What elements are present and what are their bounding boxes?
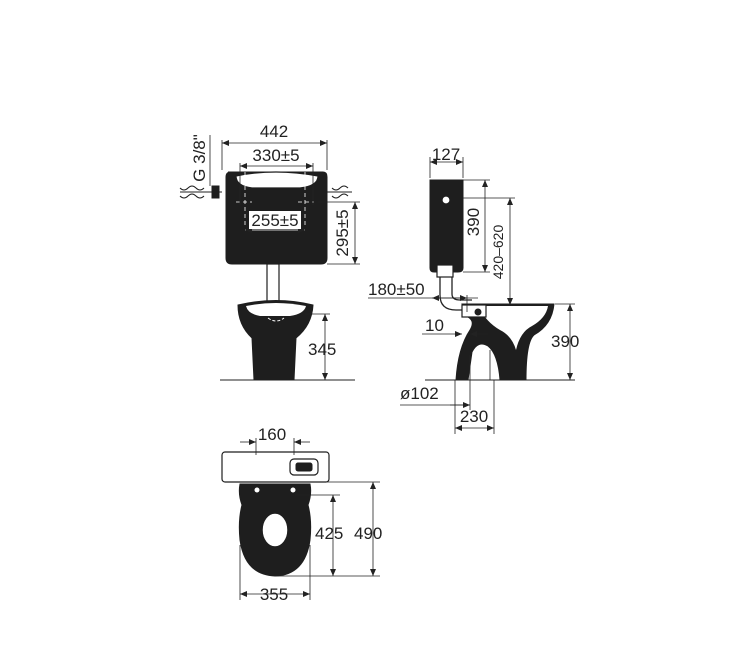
dim-bowl-height-side: 390 [551, 332, 579, 351]
dim-outlet-distance: 230 [460, 407, 488, 426]
inlet-right-icon [327, 185, 352, 199]
dim-outlet-gap: 10 [425, 316, 444, 335]
dim-inlet-thread: G 3/8" [190, 134, 209, 182]
front-view: 442 330±5 255±5 295±5 G 3/8" 345 [179, 122, 360, 381]
dim-tank-depth: 127 [432, 145, 460, 164]
top-view: 160 425 490 355 [221, 425, 382, 604]
flush-pipe-front [266, 263, 280, 305]
cistern-side [429, 179, 464, 273]
dim-outlet-offset: 180±50 [368, 280, 425, 299]
dim-bowl-depth-inner: 425 [315, 524, 343, 543]
dim-bowl-width: 355 [260, 585, 288, 604]
dim-tank-fixing-height: 295±5 [333, 209, 352, 256]
bowl-opening [261, 512, 289, 548]
bowl-front [237, 300, 314, 381]
dim-bowl-depth-total: 490 [354, 524, 382, 543]
dim-tank-height: 390 [464, 208, 483, 236]
side-view: 127 390 420–620 180±50 10 390 ø102 23 [368, 145, 579, 434]
dim-tank-width: 442 [260, 122, 288, 141]
dim-fixing-hole-spacing: 255±5 [251, 211, 298, 230]
dim-seat-width-top: 160 [258, 425, 286, 444]
flush-button-icon [441, 195, 451, 205]
dim-bowl-height-front: 345 [308, 340, 336, 359]
dim-outlet-diameter: ø102 [400, 384, 439, 403]
cistern-lid [235, 171, 319, 189]
inlet-left-icon [179, 185, 222, 199]
dim-tank-mount-height: 420–620 [490, 225, 506, 280]
dim-seat-hole-spacing: 330±5 [252, 146, 299, 165]
